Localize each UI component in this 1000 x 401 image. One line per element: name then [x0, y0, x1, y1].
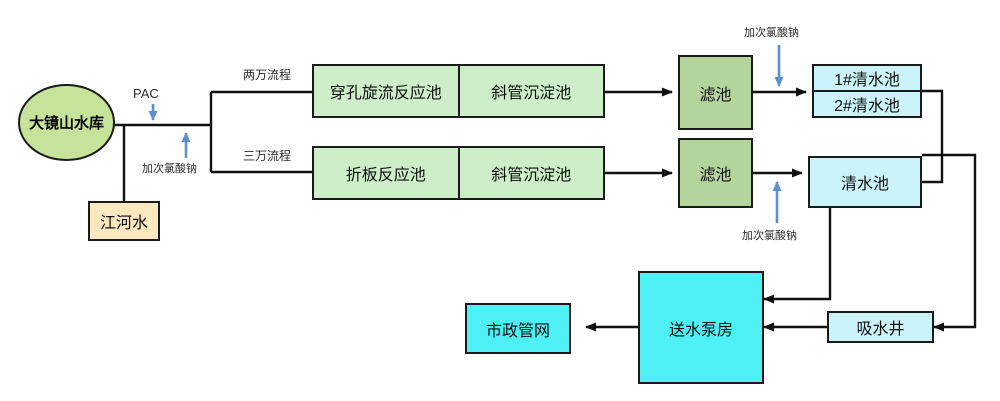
- node-clearwell-1-label: 1#清水池: [834, 72, 900, 89]
- node-lower-train[interactable]: 折板反应池 斜管沉淀池: [312, 146, 605, 200]
- line-clearwell-to-pump-house: [763, 208, 832, 304]
- node-clearwell-1[interactable]: 1#清水池: [814, 66, 920, 90]
- node-river-water-label: 江河水: [99, 215, 148, 232]
- node-reservoir-label: 大镜山水库: [28, 115, 104, 132]
- node-suction-well[interactable]: 吸水井: [827, 311, 934, 343]
- node-upper-sedimentation-tank[interactable]: 斜管沉淀池: [457, 66, 603, 116]
- node-clearwell-lower[interactable]: 清水池: [808, 156, 922, 208]
- label-branch-upper: 两万流程: [243, 68, 292, 82]
- node-river-water[interactable]: 江河水: [88, 201, 160, 241]
- node-suction-well-label: 吸水井: [856, 321, 905, 338]
- label-naclo-bottom: 加次氯酸钠: [742, 230, 797, 242]
- node-lower-filter-label: 滤池: [699, 167, 732, 184]
- label-pac: PAC: [133, 86, 159, 101]
- node-clearwell-lower-label: 清水池: [840, 176, 889, 193]
- node-lower-reaction-tank-label: 折板反应池: [345, 167, 426, 184]
- node-upper-filter[interactable]: 滤池: [678, 55, 753, 130]
- node-pump-house[interactable]: 送水泵房: [638, 271, 764, 384]
- node-clearwell-upper[interactable]: 1#清水池 2#清水池: [812, 64, 922, 118]
- line-clearwell-to-suction-well: [922, 153, 977, 332]
- node-reservoir[interactable]: 大镜山水库: [18, 84, 115, 161]
- label-naclo-top: 加次氯酸钠: [744, 27, 799, 39]
- node-lower-filter[interactable]: 滤池: [678, 138, 753, 208]
- node-lower-reaction-tank[interactable]: 折板反应池: [314, 148, 458, 198]
- node-upper-reaction-tank-label: 穿孔旋流反应池: [329, 85, 442, 102]
- node-upper-reaction-tank[interactable]: 穿孔旋流反应池: [314, 66, 458, 116]
- node-clearwell-2-label: 2#清水池: [834, 98, 900, 115]
- line-upper-clearwell-to-lower-clearwell: [922, 89, 944, 184]
- node-upper-filter-label: 滤池: [699, 86, 732, 104]
- node-upper-train[interactable]: 穿孔旋流反应池 斜管沉淀池: [312, 64, 605, 118]
- label-branch-lower: 三万流程: [243, 149, 292, 163]
- node-municipal-network[interactable]: 市政管网: [465, 303, 571, 354]
- node-municipal-network-label: 市政管网: [485, 322, 550, 340]
- node-lower-sedimentation-tank-label: 斜管沉淀池: [491, 167, 572, 184]
- label-naclo-inlet: 加次氯酸钠: [142, 163, 197, 175]
- node-upper-sedimentation-tank-label: 斜管沉淀池: [491, 85, 572, 102]
- node-pump-house-label: 送水泵房: [668, 321, 733, 339]
- node-lower-sedimentation-tank[interactable]: 斜管沉淀池: [457, 148, 603, 198]
- node-clearwell-2[interactable]: 2#清水池: [814, 90, 920, 116]
